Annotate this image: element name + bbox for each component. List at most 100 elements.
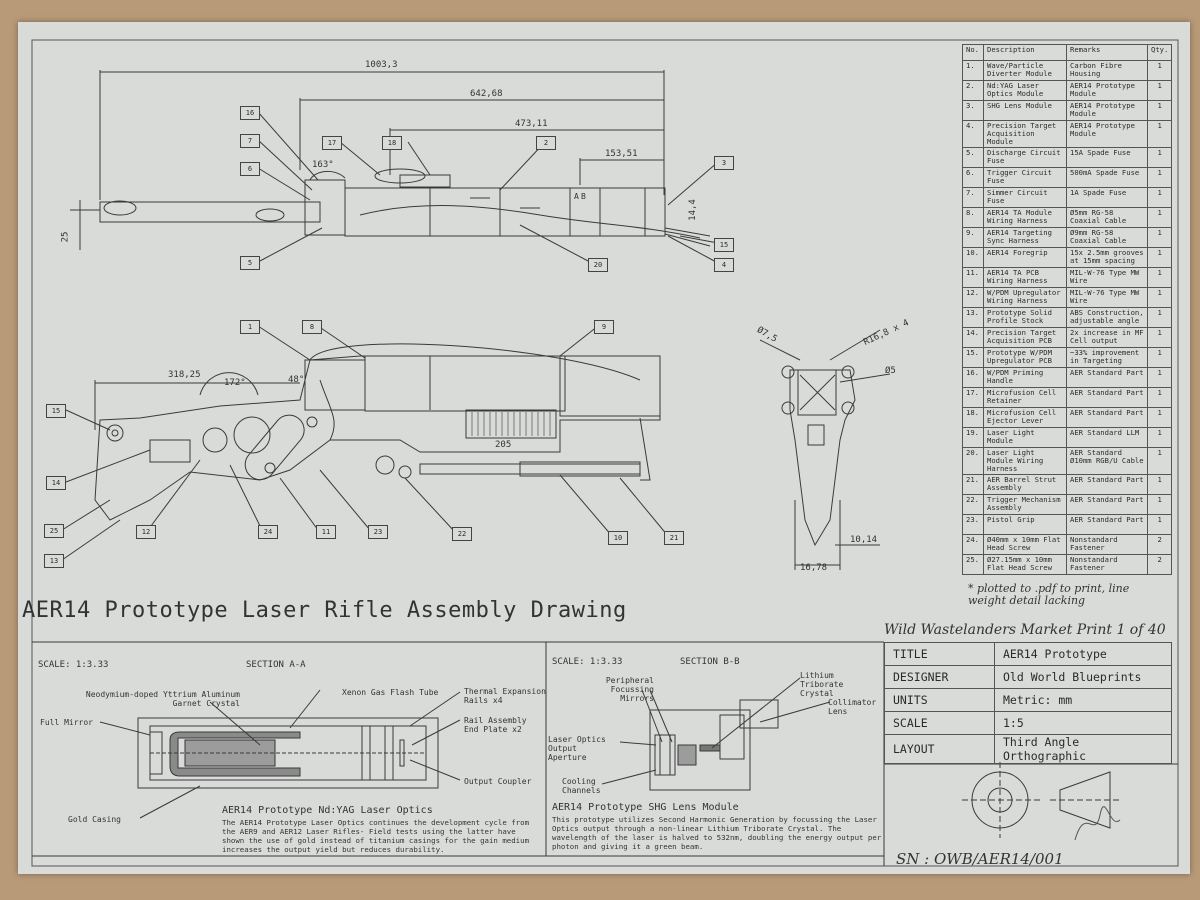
part-quantity: 1 — [1146, 474, 1173, 495]
part-number: 8. — [962, 207, 984, 228]
part-description: Laser Light Module — [983, 427, 1067, 448]
callout: 15 — [714, 238, 734, 252]
part-description: Trigger Mechanism Assembly — [983, 494, 1067, 515]
dim-318: 318,25 — [168, 370, 201, 380]
part-number: 18. — [962, 407, 984, 428]
dim-front-height: 10,14 — [850, 535, 878, 545]
part-number: 12. — [962, 287, 984, 308]
part-description: W/PDM Priming Handle — [983, 367, 1067, 388]
part-remarks: AER Standard Part — [1066, 407, 1148, 428]
part-number: 6. — [962, 167, 984, 188]
part-description: AER14 Foregrip — [983, 247, 1067, 268]
part-number: 4. — [962, 120, 984, 148]
section-b-title: SECTION B-B — [680, 657, 740, 667]
part-number: 21. — [962, 474, 984, 495]
callout: 8 — [302, 320, 322, 334]
parts-row: 15.Prototype W/PDM Upregulator PCB~33% i… — [962, 347, 1173, 368]
serial-number: SN : OWB/AER14/001 — [896, 850, 1064, 868]
part-quantity: 1 — [1146, 327, 1173, 348]
label-output-aperture: Laser Optics Output Aperture — [548, 735, 606, 762]
part-remarks: 15x 2.5mm grooves at 15mm spacing — [1066, 247, 1148, 268]
label-crystal: Neodymium-doped Yttrium Aluminum Garnet … — [85, 690, 240, 708]
part-quantity: 1 — [1146, 494, 1173, 515]
section-mark-b: B — [581, 192, 586, 201]
callout: 15 — [46, 404, 66, 418]
dim-angle-172: 172° — [224, 378, 246, 388]
part-number: 22. — [962, 494, 984, 515]
handwritten-note: * plotted to .pdf to print, line weight … — [968, 582, 1130, 607]
part-quantity: 2 — [1146, 554, 1173, 575]
part-description: AER14 Targeting Sync Harness — [983, 227, 1067, 248]
header-qty: Qty. — [1146, 44, 1173, 61]
part-remarks: 500mA Spade Fuse — [1066, 167, 1148, 188]
callout: 24 — [258, 525, 278, 539]
part-description: Precision Target Acquisition PCB — [983, 327, 1067, 348]
section-a-caption: AER14 Prototype Nd:YAG Laser Optics — [222, 805, 433, 816]
title-block-value: Third Angle Orthographic — [994, 734, 1172, 764]
dim-angle-48: 48° — [288, 375, 305, 385]
section-b-view — [649, 699, 779, 791]
part-remarks: Nonstandard Fastener — [1066, 534, 1148, 555]
dim-front-d5: Ø5 — [885, 366, 896, 376]
part-remarks: AER Standard Part — [1066, 387, 1148, 408]
part-description: Microfusion Cell Retainer — [983, 387, 1067, 408]
label-flash-tube: Xenon Gas Flash Tube — [342, 688, 439, 697]
parts-header-row: No. Description Remarks Qty. — [962, 44, 1173, 61]
part-quantity: 1 — [1146, 367, 1173, 388]
section-a-body: The AER14 Prototype Laser Optics continu… — [222, 818, 530, 854]
part-quantity: 1 — [1146, 147, 1173, 168]
part-number: 5. — [962, 147, 984, 168]
part-remarks: AER14 Prototype Module — [1066, 100, 1148, 121]
part-remarks: Ø9mm RG-58 Coaxial Cable — [1066, 227, 1148, 248]
callout: 7 — [240, 134, 260, 148]
part-description: AER14 TA PCB Wiring Harness — [983, 267, 1067, 288]
part-remarks: AER Standard Part — [1066, 474, 1148, 495]
part-description: Prototype Solid Profile Stock — [983, 307, 1067, 328]
section-a-scale: SCALE: 1:3.33 — [38, 660, 109, 670]
part-remarks: ABS Construction, adjustable angle — [1066, 307, 1148, 328]
callout: 13 — [44, 554, 64, 568]
label-gold-casing: Gold Casing — [68, 815, 121, 824]
callout: 3 — [714, 156, 734, 170]
part-quantity: 1 — [1146, 60, 1173, 81]
part-quantity: 1 — [1146, 307, 1173, 328]
part-number: 3. — [962, 100, 984, 121]
part-number: 14. — [962, 327, 984, 348]
section-mark-a: A — [574, 192, 579, 201]
dim-153: 153,51 — [605, 149, 638, 159]
dim-front-width: 16,78 — [800, 563, 828, 573]
callout: 6 — [240, 162, 260, 176]
part-quantity: 1 — [1146, 247, 1173, 268]
callout: 16 — [240, 106, 260, 120]
part-quantity: 1 — [1146, 407, 1173, 428]
part-remarks: AER14 Prototype Module — [1066, 80, 1148, 101]
part-description: Trigger Circuit Fuse — [983, 167, 1067, 188]
callout: 23 — [368, 525, 388, 539]
label-peripheral-mirrors: Peripheral Focussing Mirrors — [605, 676, 654, 703]
part-number: 9. — [962, 227, 984, 248]
callout: 21 — [664, 531, 684, 545]
part-number: 25. — [962, 554, 984, 575]
callout: 18 — [382, 136, 402, 150]
label-full-mirror: Full Mirror — [40, 718, 93, 727]
section-a-title: SECTION A-A — [246, 660, 306, 670]
callout: 17 — [322, 136, 342, 150]
part-description: Simmer Circuit Fuse — [983, 187, 1067, 208]
title-block-key: DESIGNER — [884, 665, 995, 689]
section-b-body: This prototype utilizes Second Harmonic … — [552, 815, 882, 851]
dim-25: 25 — [60, 231, 71, 243]
part-number: 24. — [962, 534, 984, 555]
